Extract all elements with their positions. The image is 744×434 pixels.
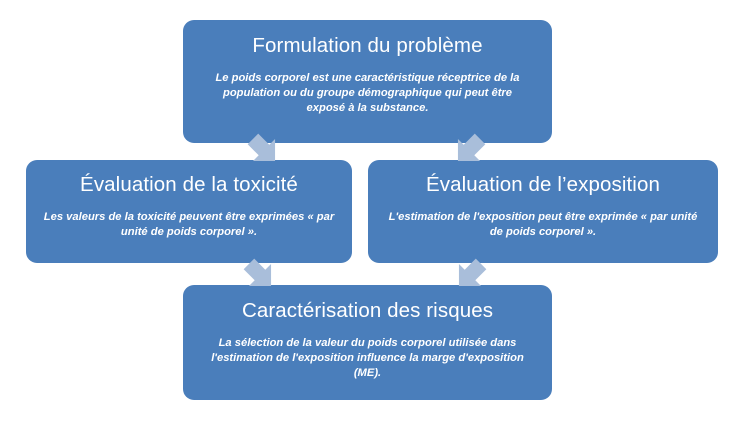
- node-exposure-assessment[interactable]: Évaluation de l’exposition L'estimation …: [368, 160, 718, 263]
- node-title: Évaluation de l’exposition: [426, 173, 660, 196]
- node-description: La sélection de la valeur du poids corpo…: [211, 337, 524, 379]
- node-toxicity-assessment[interactable]: Évaluation de la toxicité Les valeurs de…: [26, 160, 352, 263]
- node-description: L'estimation de l'exposition peut être e…: [388, 211, 698, 239]
- node-description: Le poids corporel est une caractéristiqu…: [215, 72, 520, 114]
- node-problem-formulation[interactable]: Formulation du problème Le poids corpore…: [183, 20, 552, 143]
- node-title: Formulation du problème: [252, 34, 483, 57]
- node-title: Caractérisation des risques: [241, 299, 494, 322]
- node-description: Les valeurs de la toxicité peuvent être …: [43, 211, 335, 239]
- node-title: Évaluation de la toxicité: [80, 173, 298, 196]
- node-risk-characterization[interactable]: Caractérisation des risques La sélection…: [183, 285, 552, 400]
